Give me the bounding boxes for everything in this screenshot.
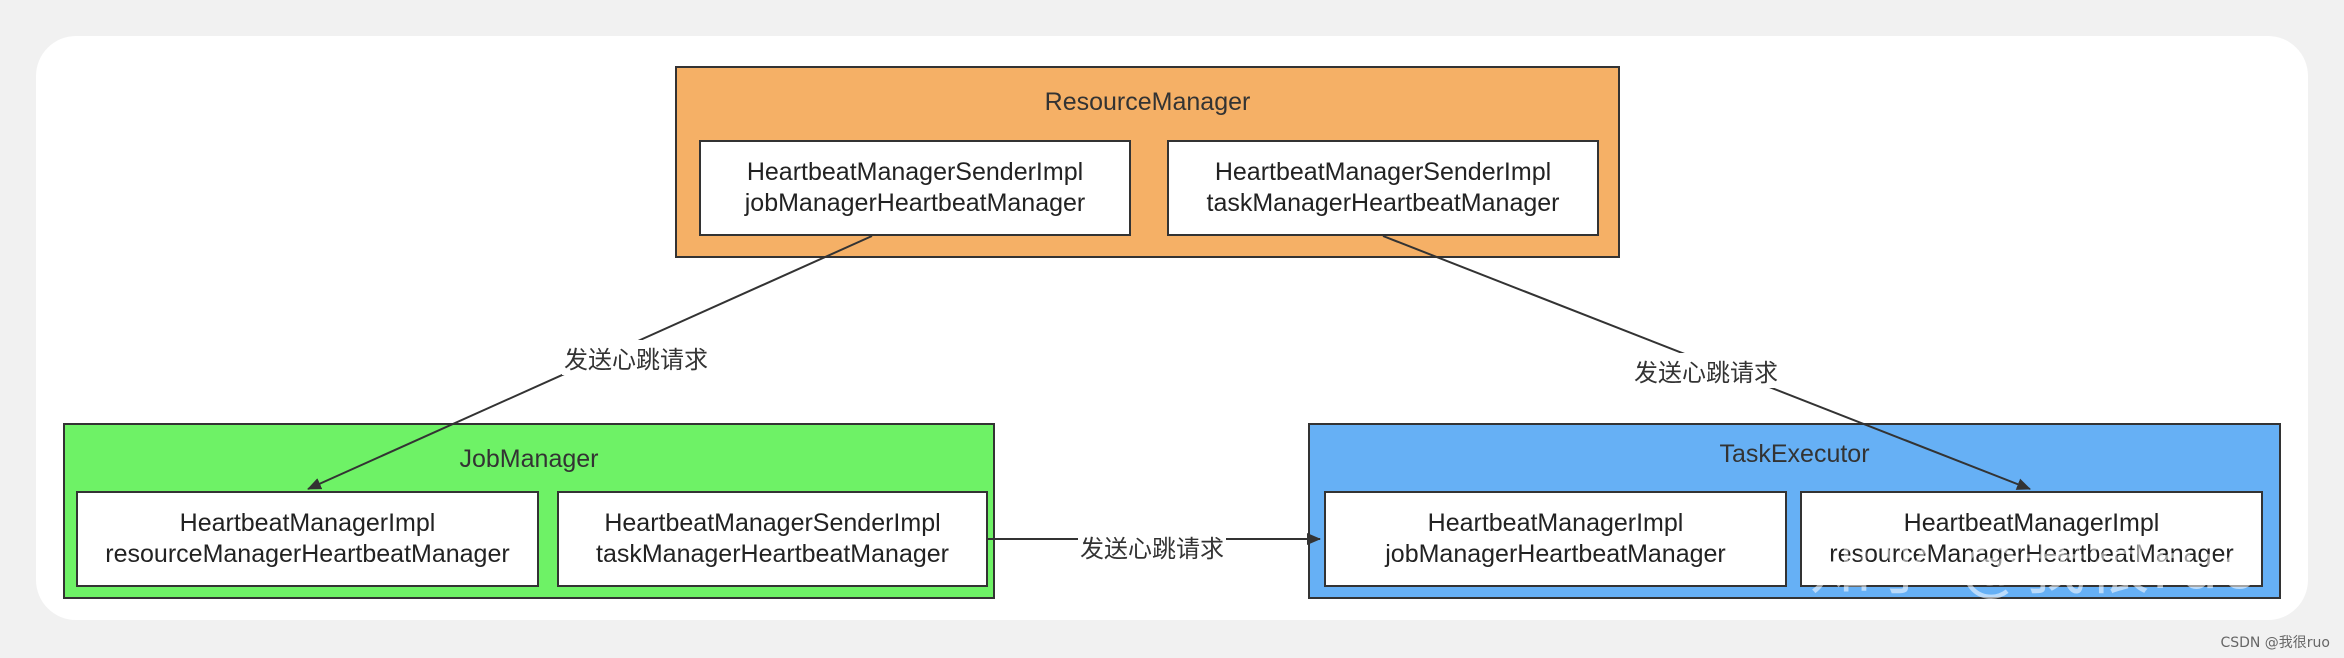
rm-tm-sender-field: taskManagerHeartbeatManager <box>1206 189 1560 217</box>
resource-manager-title: ResourceManager <box>1044 88 1251 116</box>
credit-text: CSDN @我很ruo <box>2220 635 2330 651</box>
job-manager-title: JobManager <box>459 445 599 473</box>
jm-rm-impl-field: resourceManagerHeartbeatManager <box>105 540 510 568</box>
rm-tm-sender-class: HeartbeatManagerSenderImpl <box>1214 158 1552 186</box>
rm-job-manager-sender-box: HeartbeatManagerSenderImpl jobManagerHea… <box>699 140 1131 236</box>
te-jm-impl-class: HeartbeatManagerImpl <box>1427 509 1684 537</box>
te-rm-impl-class: HeartbeatManagerImpl <box>1903 509 2160 537</box>
rm-jm-sender-class: HeartbeatManagerSenderImpl <box>746 158 1084 186</box>
edge-label-rm-to-te: 发送心跳请求 <box>1632 353 1780 388</box>
task-executor-title: TaskExecutor <box>1719 440 1870 468</box>
jm-tm-sender-field: taskManagerHeartbeatManager <box>596 540 949 568</box>
rm-jm-sender-field: jobManagerHeartbeatManager <box>744 189 1086 217</box>
edge-label-rm-to-jm: 发送心跳请求 <box>562 340 710 375</box>
watermark: 知乎 @我很ruo <box>1810 530 2261 603</box>
jm-task-manager-sender-box: HeartbeatManagerSenderImpl taskManagerHe… <box>557 491 988 587</box>
te-jm-impl-field: jobManagerHeartbeatManager <box>1385 540 1726 568</box>
te-job-manager-impl-box: HeartbeatManagerImpl jobManagerHeartbeat… <box>1324 491 1787 587</box>
job-manager-group: JobManager HeartbeatManagerImpl resource… <box>63 423 995 599</box>
te-resource-manager-impl-box: HeartbeatManagerImpl resourceManagerHear… <box>1800 491 2263 587</box>
jm-rm-impl-class: HeartbeatManagerImpl <box>179 509 436 537</box>
jm-resource-manager-impl-box: HeartbeatManagerImpl resourceManagerHear… <box>76 491 539 587</box>
resource-manager-group: ResourceManager HeartbeatManagerSenderIm… <box>675 66 1620 258</box>
rm-task-manager-sender-box: HeartbeatManagerSenderImpl taskManagerHe… <box>1167 140 1599 236</box>
edge-label-jm-to-te: 发送心跳请求 <box>1078 529 1226 564</box>
te-rm-impl-field: resourceManagerHeartbeatManager <box>1829 540 2234 568</box>
jm-tm-sender-class: HeartbeatManagerSenderImpl <box>604 509 941 537</box>
